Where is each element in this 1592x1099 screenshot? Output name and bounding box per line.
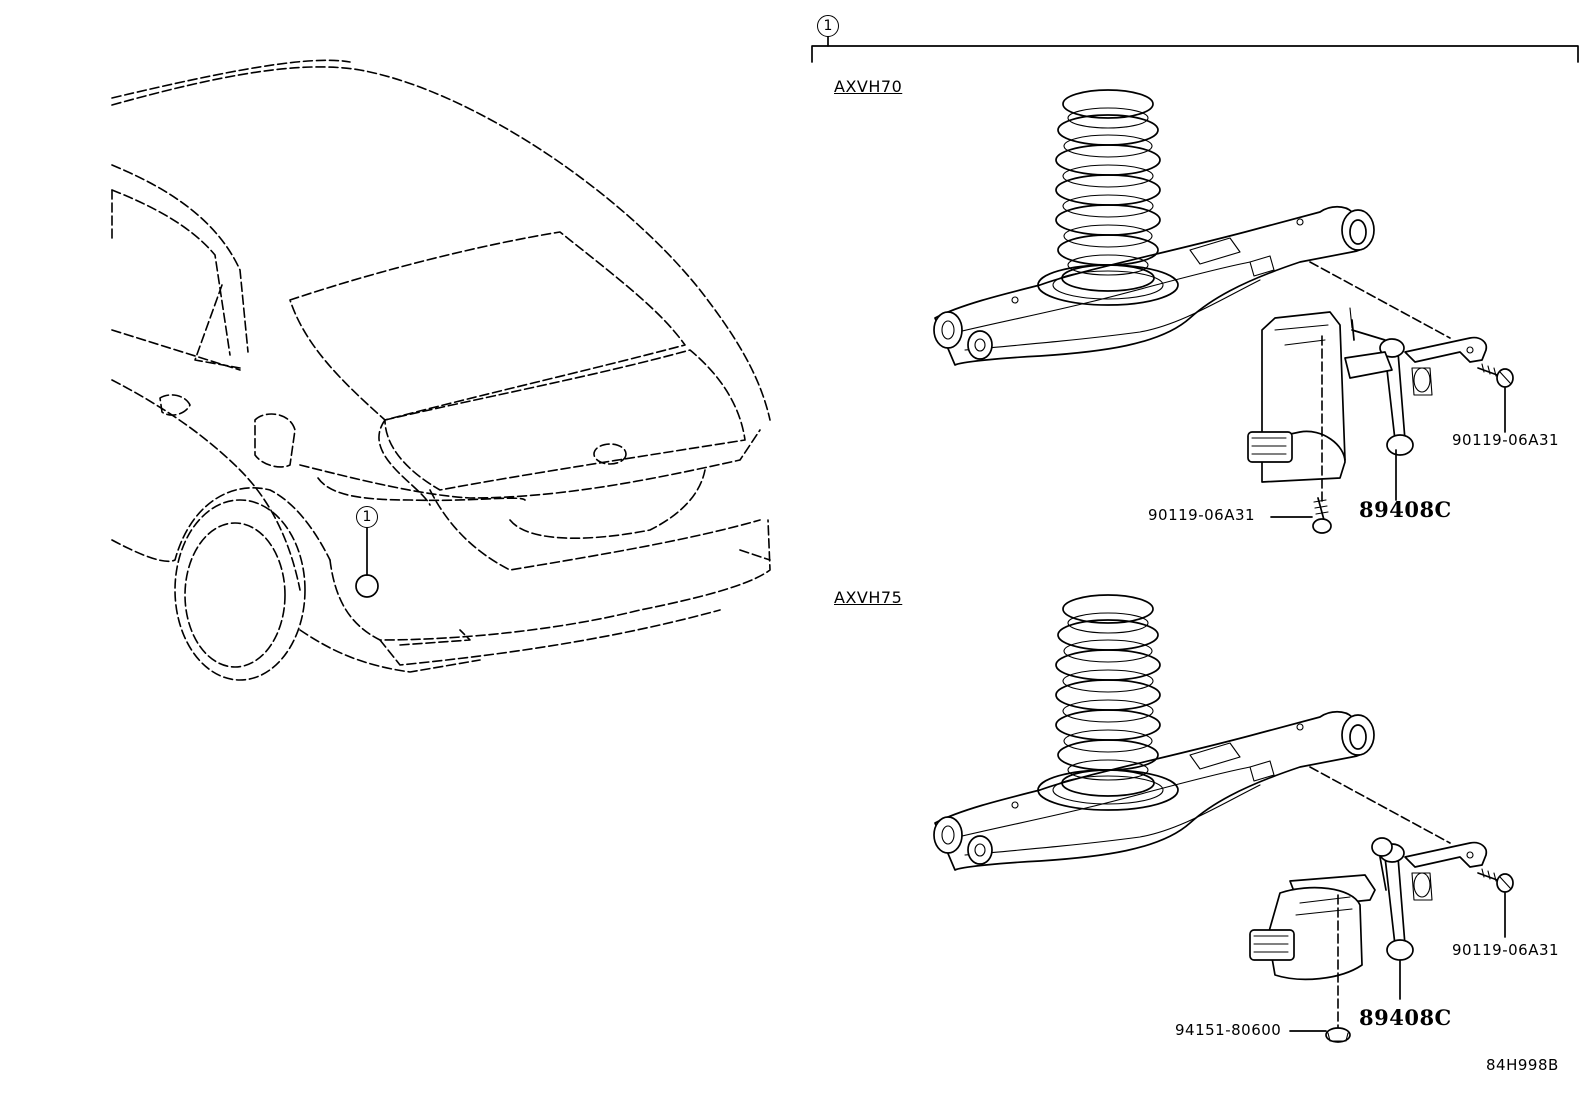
part-number-bolt-upper-axvh70[interactable]: 90119-06A31 [1452, 431, 1560, 449]
part-number-bolt-upper-axvh75[interactable]: 90119-06A31 [1452, 941, 1560, 959]
variant-label-axvh70: AXVH70 [834, 77, 903, 96]
callout-circle-top: 1 [817, 15, 839, 37]
callout-number: 1 [823, 18, 833, 34]
callout-bracket [811, 35, 1579, 63]
height-sensor-axvh75 [1249, 837, 1393, 981]
part-number-bolt-lower-axvh70[interactable]: 90119-06A31 [1148, 506, 1256, 524]
assembly-axvh70 [933, 89, 1514, 534]
assembly-axvh75 [933, 594, 1514, 1043]
nut-lower-axvh75 [1325, 1027, 1351, 1043]
height-sensor-axvh70 [1247, 307, 1393, 483]
callout-circle-car: 1 [356, 506, 378, 528]
variant-label-axvh75: AXVH75 [834, 588, 903, 607]
part-number-sensor-axvh75[interactable]: 89408C [1359, 1005, 1452, 1030]
bolt-lower-axvh70 [1312, 497, 1332, 534]
car-illustration [111, 59, 771, 681]
callout-number: 1 [362, 509, 372, 525]
illustration-id: 84H998B [1486, 1056, 1559, 1074]
part-number-sensor-axvh70[interactable]: 89408C [1359, 497, 1452, 522]
part-number-nut-lower-axvh75[interactable]: 94151-80600 [1175, 1021, 1282, 1039]
